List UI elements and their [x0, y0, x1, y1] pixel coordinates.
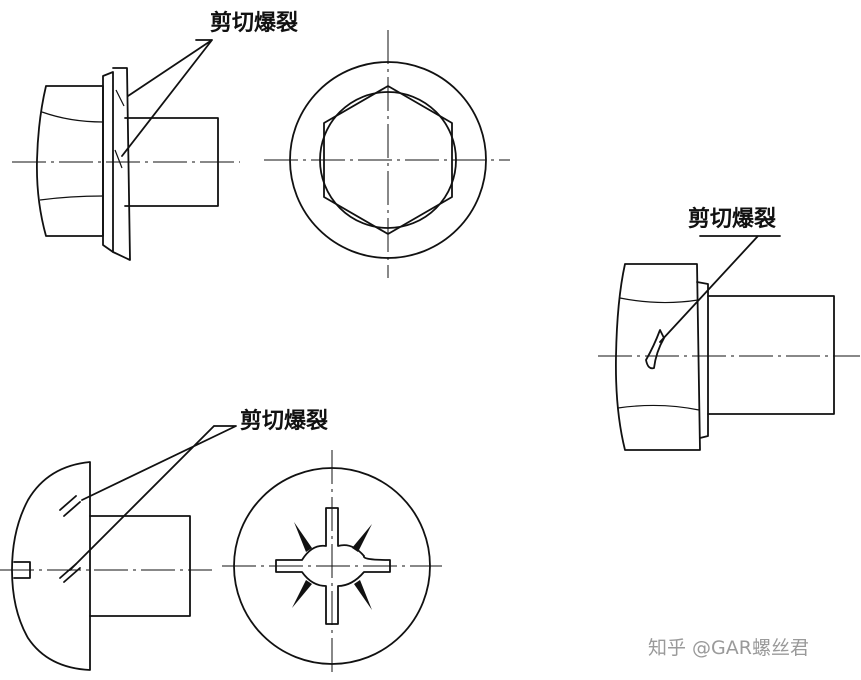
flange-bolt-shear-crack [114, 89, 125, 169]
pan-screw-shear-crack-upper [59, 495, 81, 517]
watermark: 知乎 @GAR螺丝君 [648, 637, 809, 659]
pan-screw-shank [89, 515, 191, 617]
flange-bolt-shear-label: 剪切爆裂 [210, 10, 298, 36]
flange-bolt-side-view: 剪切爆裂 [12, 10, 298, 261]
hex-bolt-side-view: 剪切爆裂 [598, 206, 860, 451]
pan-screw-crack-spike-sw [292, 580, 312, 608]
pan-screw-side-view: 剪切爆裂 [0, 408, 328, 671]
pan-screw-shear-crack-lower [59, 563, 81, 583]
flange-bolt-hex-head [36, 85, 104, 237]
pan-screw-crack-spike-nw [294, 522, 312, 552]
flange-bolt-hex-edge-bottom [39, 195, 104, 201]
hex-bolt-head-edge-top [619, 297, 699, 304]
flange-bolt-leader-line [121, 39, 213, 157]
hex-bolt-leader-line [659, 235, 781, 343]
pan-screw-shear-label: 剪切爆裂 [240, 408, 328, 434]
pan-screw-top-view [222, 450, 442, 676]
flange-bolt-flange [112, 67, 131, 261]
pan-screw-cross-recess [275, 507, 391, 625]
pan-screw-leader-line [69, 425, 237, 571]
pan-screw-head [11, 461, 91, 671]
flange-bolt-end-view [264, 30, 510, 278]
hex-bolt-shank [707, 295, 835, 415]
hex-bolt-shear-crack [645, 329, 665, 370]
hex-bolt-shear-label: 剪切爆裂 [688, 206, 776, 232]
hex-bolt-head-edge-bottom [617, 404, 700, 411]
hex-bolt-head [615, 263, 701, 451]
flange-bolt-hex-edge-top [41, 111, 104, 123]
hex-bolt-collar [696, 281, 709, 439]
pan-screw-crack-spike-ne [352, 524, 372, 552]
pan-screw-crack-spike-se [354, 580, 372, 610]
